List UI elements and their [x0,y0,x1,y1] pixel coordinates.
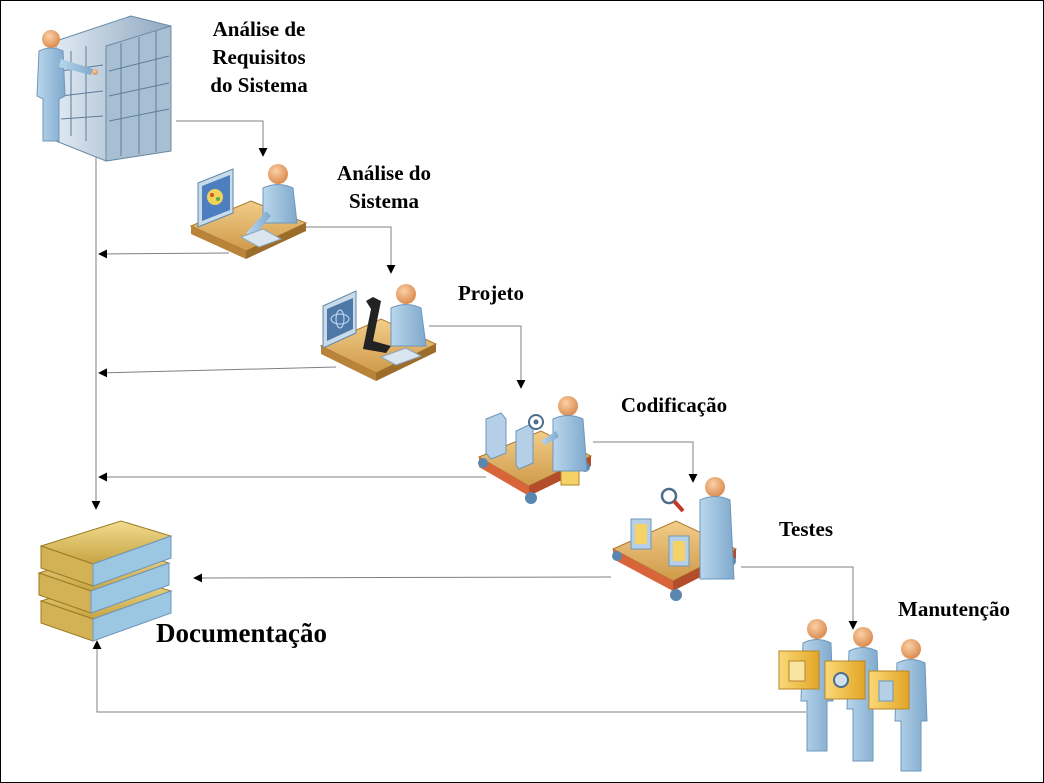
books-stack-icon [37,520,173,642]
documentation-label: Documentação [156,618,327,648]
flow-arrow-codificacao-to-testes [593,441,698,483]
tester-conveyor-icon [611,477,738,601]
step-label-codificacao: Codificação [620,393,728,417]
analyst-at-desk-icon [189,164,308,259]
server-rack-person-icon [36,15,172,162]
maintenance-team-icon [778,619,928,772]
designer-with-microscope-icon [319,284,438,381]
return-arrow-testes [193,573,612,583]
step-label-testes: Testes [778,517,834,541]
flow-arrow-testes-to-manutencao [741,566,858,630]
flow-arrow-projeto-to-codificacao [429,325,526,389]
flow-arrow-analise-to-projeto [301,226,396,274]
flow-arrow-requisitos-to-analise [176,120,268,157]
coder-conveyor-icon [477,396,593,504]
step-label-projeto: Projeto [457,281,525,305]
step-label-manutencao: Manutenção [898,597,1010,621]
return-arrow-manutencao [92,640,806,713]
connectors [91,120,858,713]
return-arrow-analise [98,249,230,259]
return-arrow-projeto [98,366,337,378]
